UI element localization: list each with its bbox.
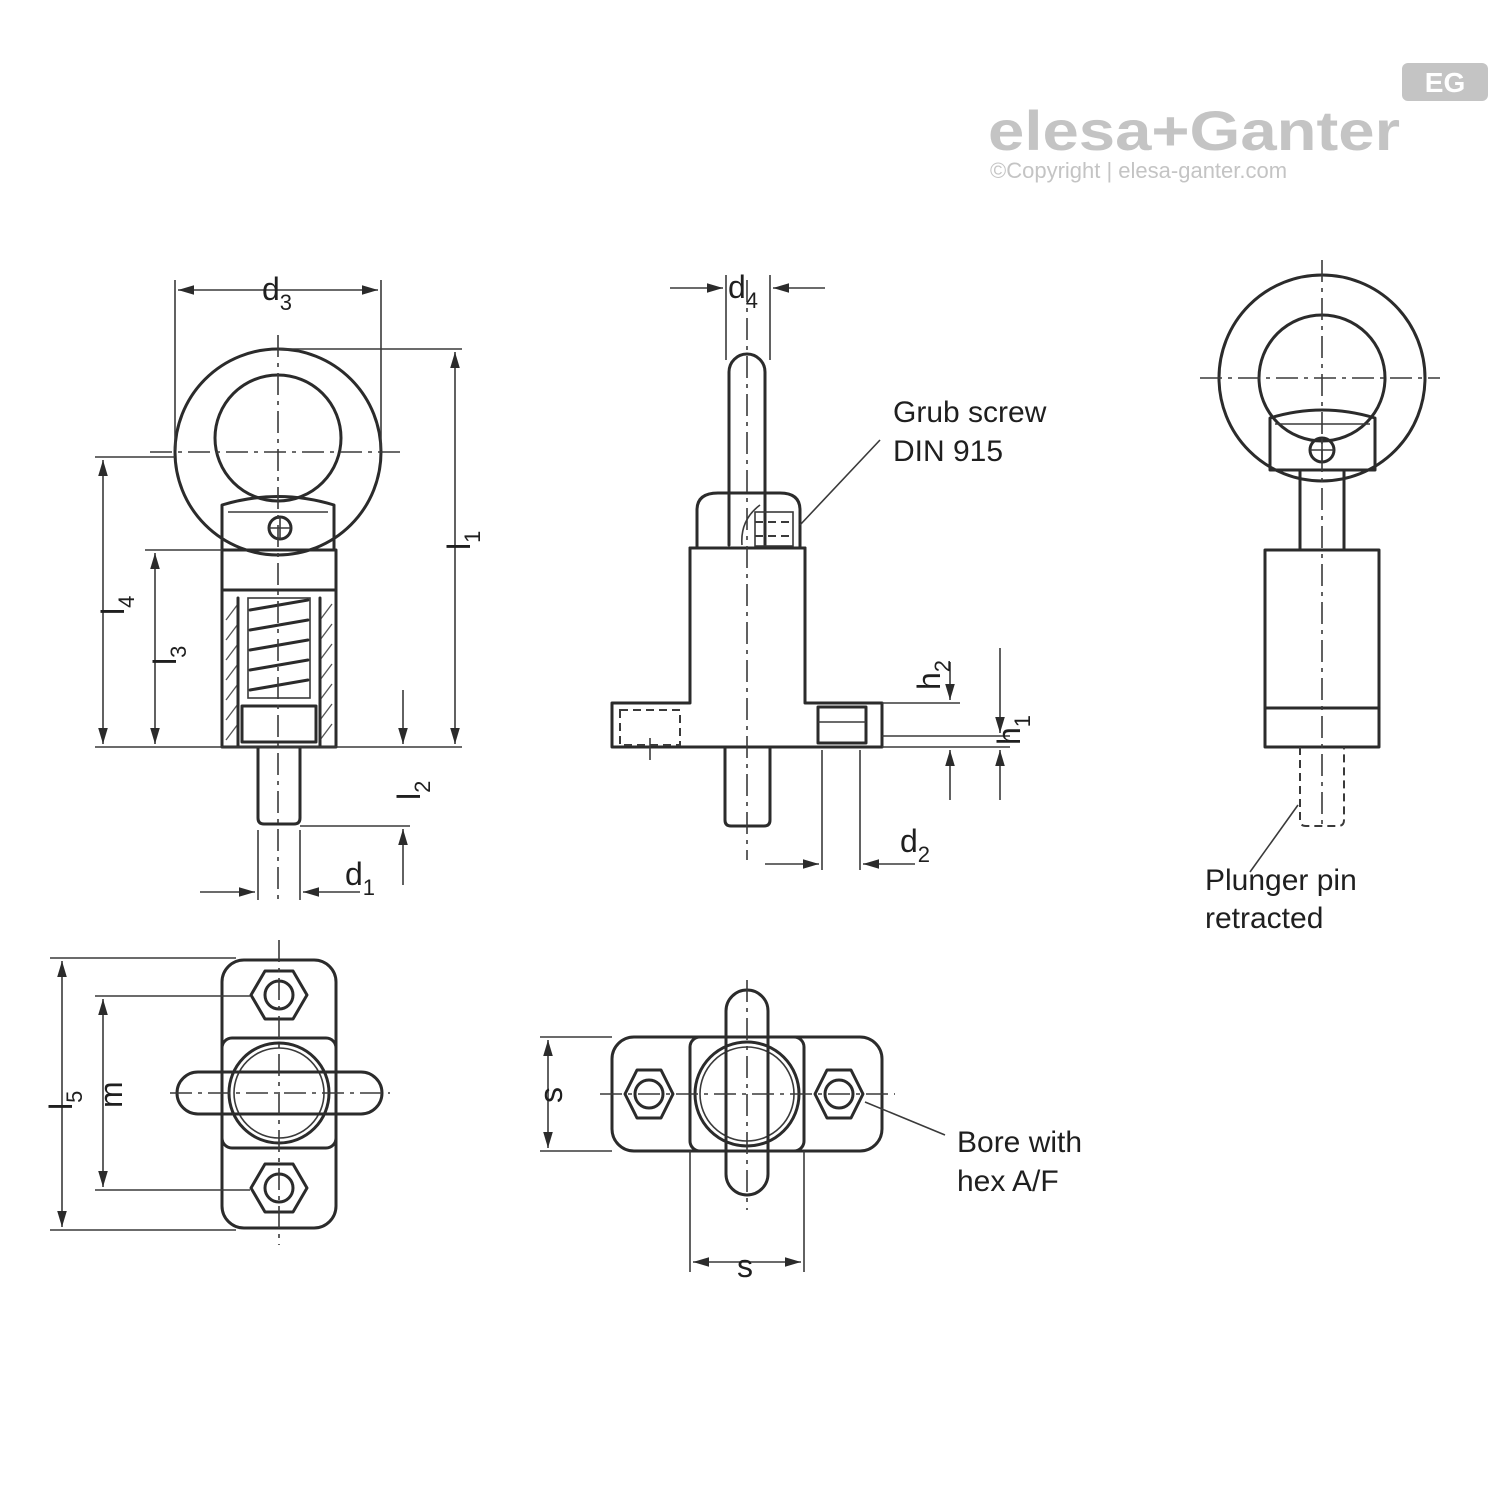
logo-text: elesa+Ganter [988,99,1400,162]
dim-d2-label: d2 [900,823,930,867]
bore-hex-label-2: hex A/F [957,1165,1059,1198]
dim-d4-label: d4 [728,269,758,313]
front-section-view [95,280,462,900]
dim-l4-label: l4 [95,596,139,615]
dim-h1-label: h1 [991,715,1035,745]
dim-d1-label: d1 [345,856,375,900]
plunger-retracted-label-2: retracted [1205,902,1323,935]
plunger-retracted-label: Plunger pin [1205,864,1357,897]
brand-logo: EG elesa+Ganter ©Copyright | elesa-gante… [988,63,1488,183]
dim-m-label: m [93,1081,129,1108]
eg-badge-icon [1402,63,1488,101]
dim-s-vertical-label: s [533,1087,569,1103]
retracted-view [1200,260,1440,873]
spring-icon [248,598,310,692]
grub-screw-standard: DIN 915 [893,435,1003,468]
dim-s-horizontal-label: s [737,1248,753,1284]
grub-screw-label: Grub screw [893,396,1047,429]
dim-l2-label: l2 [391,781,435,800]
dim-l1-label: l1 [441,531,485,550]
dim-h2-label: h2 [911,660,955,690]
side-view [610,275,1010,870]
eg-badge-text: EG [1425,67,1465,98]
copyright-text: ©Copyright | elesa-ganter.com [990,158,1287,183]
dim-l5-label: l5 [43,1091,87,1110]
top-view-horizontal [540,980,946,1272]
dim-d3-label: d3 [262,271,292,315]
bore-hex-label: Bore with [957,1126,1082,1159]
dim-l3-label: l3 [147,646,191,665]
top-view-vertical [50,940,390,1245]
